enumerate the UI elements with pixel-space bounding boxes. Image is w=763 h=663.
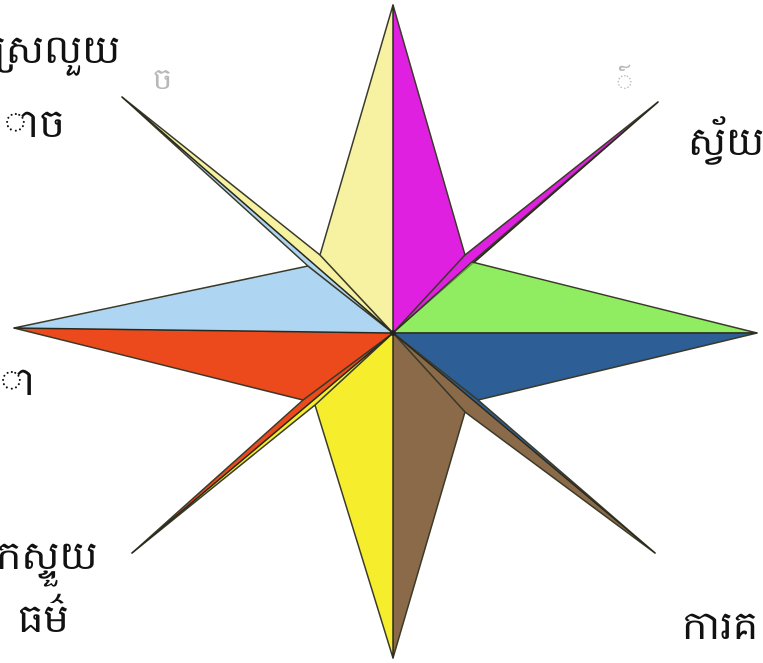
label-top-right: ស្វ័យ [688, 118, 763, 166]
faint-mark-top-right: ៍ [616, 64, 634, 108]
label-middle-left: ា [0, 358, 35, 406]
label-top-left-line-2: ាច [4, 100, 65, 148]
label-bottom-left-line-2: ធម៌ [18, 595, 69, 643]
label-bottom-left-line-1: កស្ទួយ [0, 532, 98, 580]
label-top-left-line-1: ស្រលួយ [0, 26, 120, 74]
eight-point-star [14, 5, 757, 658]
faint-mark-top-left: ច [153, 60, 172, 104]
label-bottom-right: ការគ [682, 602, 758, 650]
star-center-point [390, 330, 396, 336]
